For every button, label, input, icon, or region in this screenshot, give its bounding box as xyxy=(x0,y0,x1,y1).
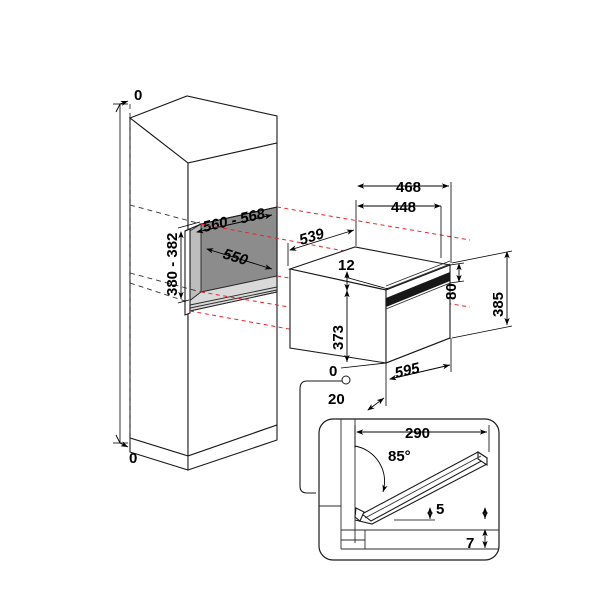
detail-callout-marker xyxy=(341,375,351,385)
detail-open-door-inner-line xyxy=(364,455,482,519)
detail-callout-leader xyxy=(299,375,351,494)
dim-door-reach-290: 290 xyxy=(405,425,430,442)
dim-line-595 xyxy=(389,364,451,381)
oven-assembly xyxy=(287,246,452,364)
proj-top-right xyxy=(276,206,471,241)
niche-shelf-line-b xyxy=(189,289,278,309)
dim-ext-80-bottom xyxy=(449,280,465,284)
dim-door-gap-5: 5 xyxy=(436,501,444,518)
dim-line-niche-depth xyxy=(206,248,273,270)
dim-ext-385-top xyxy=(451,250,513,264)
dim-plinth-offset-20: 20 xyxy=(328,391,345,408)
dim-cabinet-bottom-zero: 0 xyxy=(129,450,137,467)
dim-ext-385-bottom xyxy=(451,325,513,339)
cabinet-ref-top-tick xyxy=(115,100,129,113)
oven-door-top-edge-2 xyxy=(385,263,451,290)
niche-floor xyxy=(188,276,277,311)
oven-door-split-line xyxy=(385,282,451,310)
proj-bottom-right xyxy=(189,310,356,342)
dim-top-overhang-12: 12 xyxy=(338,257,355,274)
detail-leader-line xyxy=(299,380,342,494)
dim-front-total-385: 385 xyxy=(490,292,507,317)
oven-control-band xyxy=(386,272,450,307)
dim-ext-niche-height-top xyxy=(177,221,201,229)
oven-front-bottom-edge xyxy=(385,337,451,364)
dim-plinth-clearance-7: 7 xyxy=(466,535,474,552)
niche-hidden-top-left xyxy=(129,204,202,225)
dim-niche-height: 380 - 382 xyxy=(164,233,181,296)
dim-base-zero: 0 xyxy=(329,363,337,380)
niche-shelf-line-c xyxy=(189,291,278,312)
cabinet-ref-bottom-tick xyxy=(115,434,129,448)
cabinet-plinth xyxy=(129,424,278,471)
cabinet-assembly xyxy=(128,95,278,471)
niche-hidden-floor-left xyxy=(129,282,189,303)
door-open-detail: 290 85° 5 7 xyxy=(318,418,500,561)
dim-front-height-373: 373 xyxy=(330,325,347,350)
detail-door-lower-lip xyxy=(354,463,488,525)
cabinet-reference-dimensions: 0 0 xyxy=(113,87,142,467)
niche-hidden-bottom-left xyxy=(129,272,202,293)
niche-shelf-line-a xyxy=(189,286,278,306)
niche-front-left-stile xyxy=(184,228,191,316)
dim-line-539 xyxy=(289,229,355,251)
dim-inner-width-468: 468 xyxy=(396,179,421,196)
dim-line-20 xyxy=(367,397,385,411)
dim-inner-width-448: 448 xyxy=(391,199,416,216)
dim-ext-12-top xyxy=(344,276,389,290)
dim-door-angle-85: 85° xyxy=(388,448,411,465)
dim-body-depth-539: 539 xyxy=(297,225,327,249)
dim-ext-niche-height-bottom xyxy=(177,299,190,304)
dim-cabinet-top-zero: 0 xyxy=(134,87,142,104)
dim-door-band-80: 80 xyxy=(443,283,460,300)
detail-angle-arc xyxy=(354,445,388,493)
dim-ext-base-zero xyxy=(340,362,387,369)
dim-line-niche-width xyxy=(196,213,273,234)
oven-dimensions: 539 468 448 12 373 0 595 80 385 xyxy=(287,179,513,411)
detail-open-door-edge xyxy=(477,450,488,467)
niche-left-panel xyxy=(188,224,201,302)
oven-door-top-edge xyxy=(385,260,451,287)
dim-niche-depth: 550 xyxy=(221,246,251,270)
dim-overall-width-595: 595 xyxy=(393,360,422,382)
